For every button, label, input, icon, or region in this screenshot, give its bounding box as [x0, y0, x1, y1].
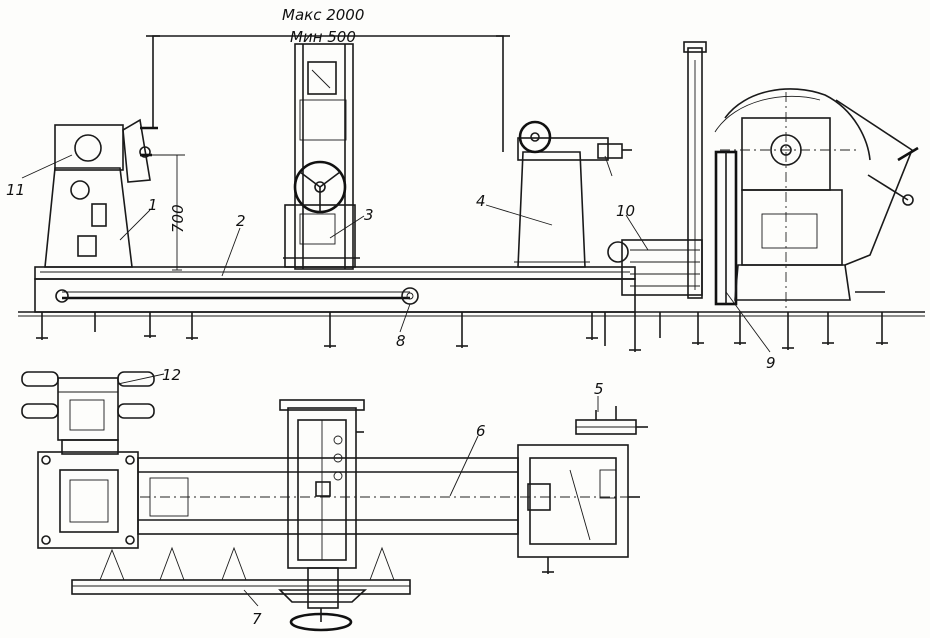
part-label-11: 11 [6, 181, 25, 199]
plan-view [21, 371, 648, 632]
part-label-7: 7 [252, 610, 262, 628]
part-label-12: 12 [162, 366, 181, 384]
part-label-1: 1 [148, 196, 158, 214]
part-label-6: 6 [476, 422, 486, 440]
part-label-3: 3 [364, 206, 374, 224]
max-dimension-label: Макс 2000 [282, 6, 364, 24]
part-label-9: 9 [766, 354, 776, 372]
part-label-4: 4 [476, 192, 486, 210]
side-elevation [18, 41, 925, 352]
height-dimension-label: 700 [169, 204, 187, 233]
part-label-5: 5 [594, 380, 604, 398]
part-label-2: 2 [236, 212, 246, 230]
dimension-bracket [146, 35, 510, 271]
min-dimension-label: Мин 500 [290, 28, 356, 46]
part-label-8: 8 [396, 332, 406, 350]
leader-lines [21, 154, 771, 607]
part-label-10: 10 [616, 202, 635, 220]
